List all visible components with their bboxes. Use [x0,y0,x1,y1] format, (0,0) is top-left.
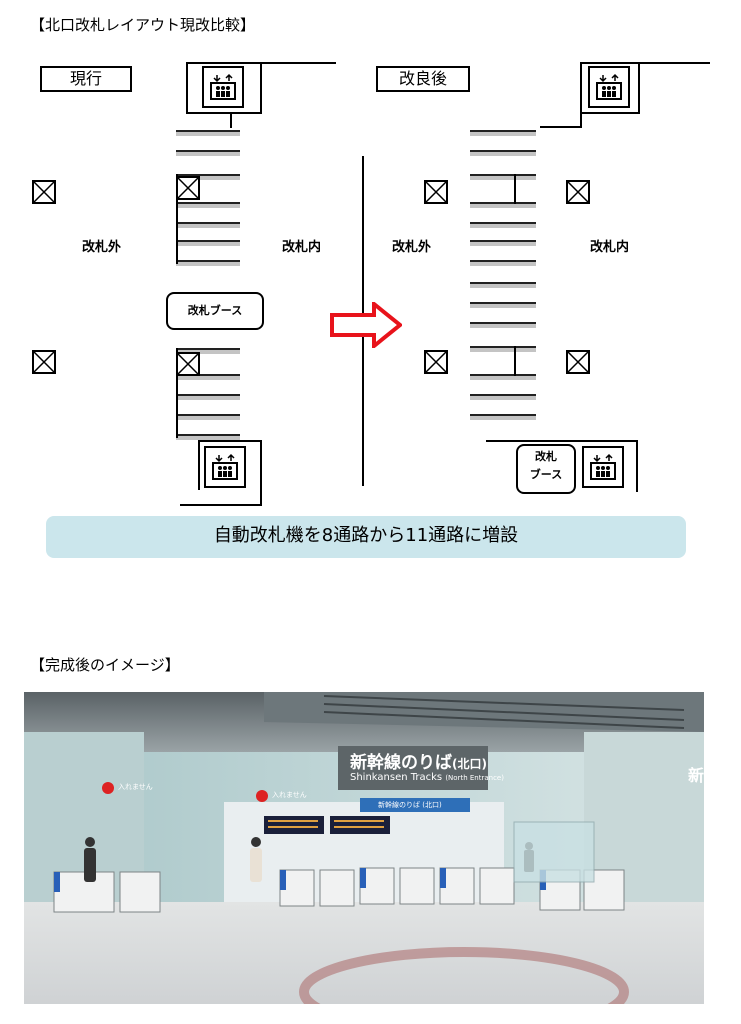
ticket-gate [176,374,240,380]
ticket-gate [176,394,240,400]
wall [198,440,200,490]
ticket-gate [470,414,536,420]
outside-gate-label: 改札外 [392,240,432,255]
wall [486,440,638,442]
wall [176,174,178,264]
pillar-icon [32,350,56,374]
layout-diagram: 現行 改札外 改札内 改札ブース 改良後 [0,56,741,516]
wall [580,62,710,64]
wall [230,114,232,128]
ticket-gate [176,150,240,156]
ticket-gate [470,240,536,246]
ticket-gate [470,394,536,400]
pillar-icon [176,176,200,200]
render-small-sign: 新幹線のりば (北口) [378,801,442,809]
ticket-gate [176,174,240,180]
ticket-gate [176,348,240,354]
ticket-gate [470,174,536,180]
wall [176,348,178,438]
wall [636,440,638,492]
wall [540,126,582,128]
wall [260,62,262,114]
current-label: 現行 [40,66,132,92]
ticket-gate [470,260,536,266]
ticket-gate [470,322,536,328]
improved-label: 改良後 [376,66,470,92]
render-sign-en: Shinkansen Tracks (North Entrance) [350,772,504,783]
ticket-gate [470,282,536,288]
ticket-gate [176,240,240,246]
wall [514,346,516,376]
pillar-icon [32,180,56,204]
render-sign-en-text: Shinkansen Tracks [350,772,443,783]
wall [180,504,262,506]
pillar-icon [566,180,590,204]
render-sign-jp: 新幹線のりば(北口) [350,748,487,773]
ticket-booth: 改札ブース [166,292,264,330]
booth-label-line1: 改札 [535,450,557,463]
wall [198,440,260,442]
wall [580,112,582,128]
wall [580,62,582,114]
ticket-gate [470,130,536,136]
ticket-gate [176,202,240,208]
wall [260,440,262,506]
wall [514,174,516,204]
ticket-gate [470,374,536,380]
ticket-gate [176,434,240,440]
ticket-gate [470,150,536,156]
render-no-entry-sign-1: 入れません [118,783,153,791]
ticket-gate [470,346,536,352]
outside-gate-label: 改札外 [82,240,122,255]
booth-label-line2: ブース [529,468,563,481]
render-sign-jp-text: 新幹線のりば [350,753,452,773]
completion-render-image: 新幹線のりば(北口) Shinkansen Tracks (North Entr… [24,692,704,1004]
inside-gate-label: 改札内 [590,240,630,255]
elevator-icon [202,66,244,108]
wall [186,62,188,114]
render-no-entry-sign-2: 入れません [272,791,307,799]
ticket-gate [470,202,536,208]
section-title-layout: 【北口改札レイアウト現改比較】 [30,16,256,34]
pillar-icon [176,352,200,376]
pillar-icon [424,180,448,204]
ticket-gate [176,222,240,228]
render-sign-en-paren: (North Entrance) [445,774,504,782]
elevator-icon [204,446,246,488]
summary-banner: 自動改札機を8通路から11通路に増設 [46,516,686,558]
wall [638,62,640,114]
section-title-image: 【完成後のイメージ】 [30,656,180,674]
ticket-gate [176,414,240,420]
ticket-gate [176,130,240,136]
pillar-icon [566,350,590,374]
ticket-booth: 改札 ブース [516,444,576,494]
arrow-right-icon [330,299,404,352]
inside-gate-label: 改札内 [282,240,322,255]
ticket-gate [470,302,536,308]
ticket-gate [176,260,240,266]
ticket-gate [470,222,536,228]
elevator-icon [582,446,624,488]
wall [580,112,640,114]
wall [186,112,262,114]
render-right-sign: 新 [688,766,704,785]
render-sign-jp-paren: (北口) [452,757,487,771]
pillar-icon [424,350,448,374]
elevator-icon [588,66,630,108]
